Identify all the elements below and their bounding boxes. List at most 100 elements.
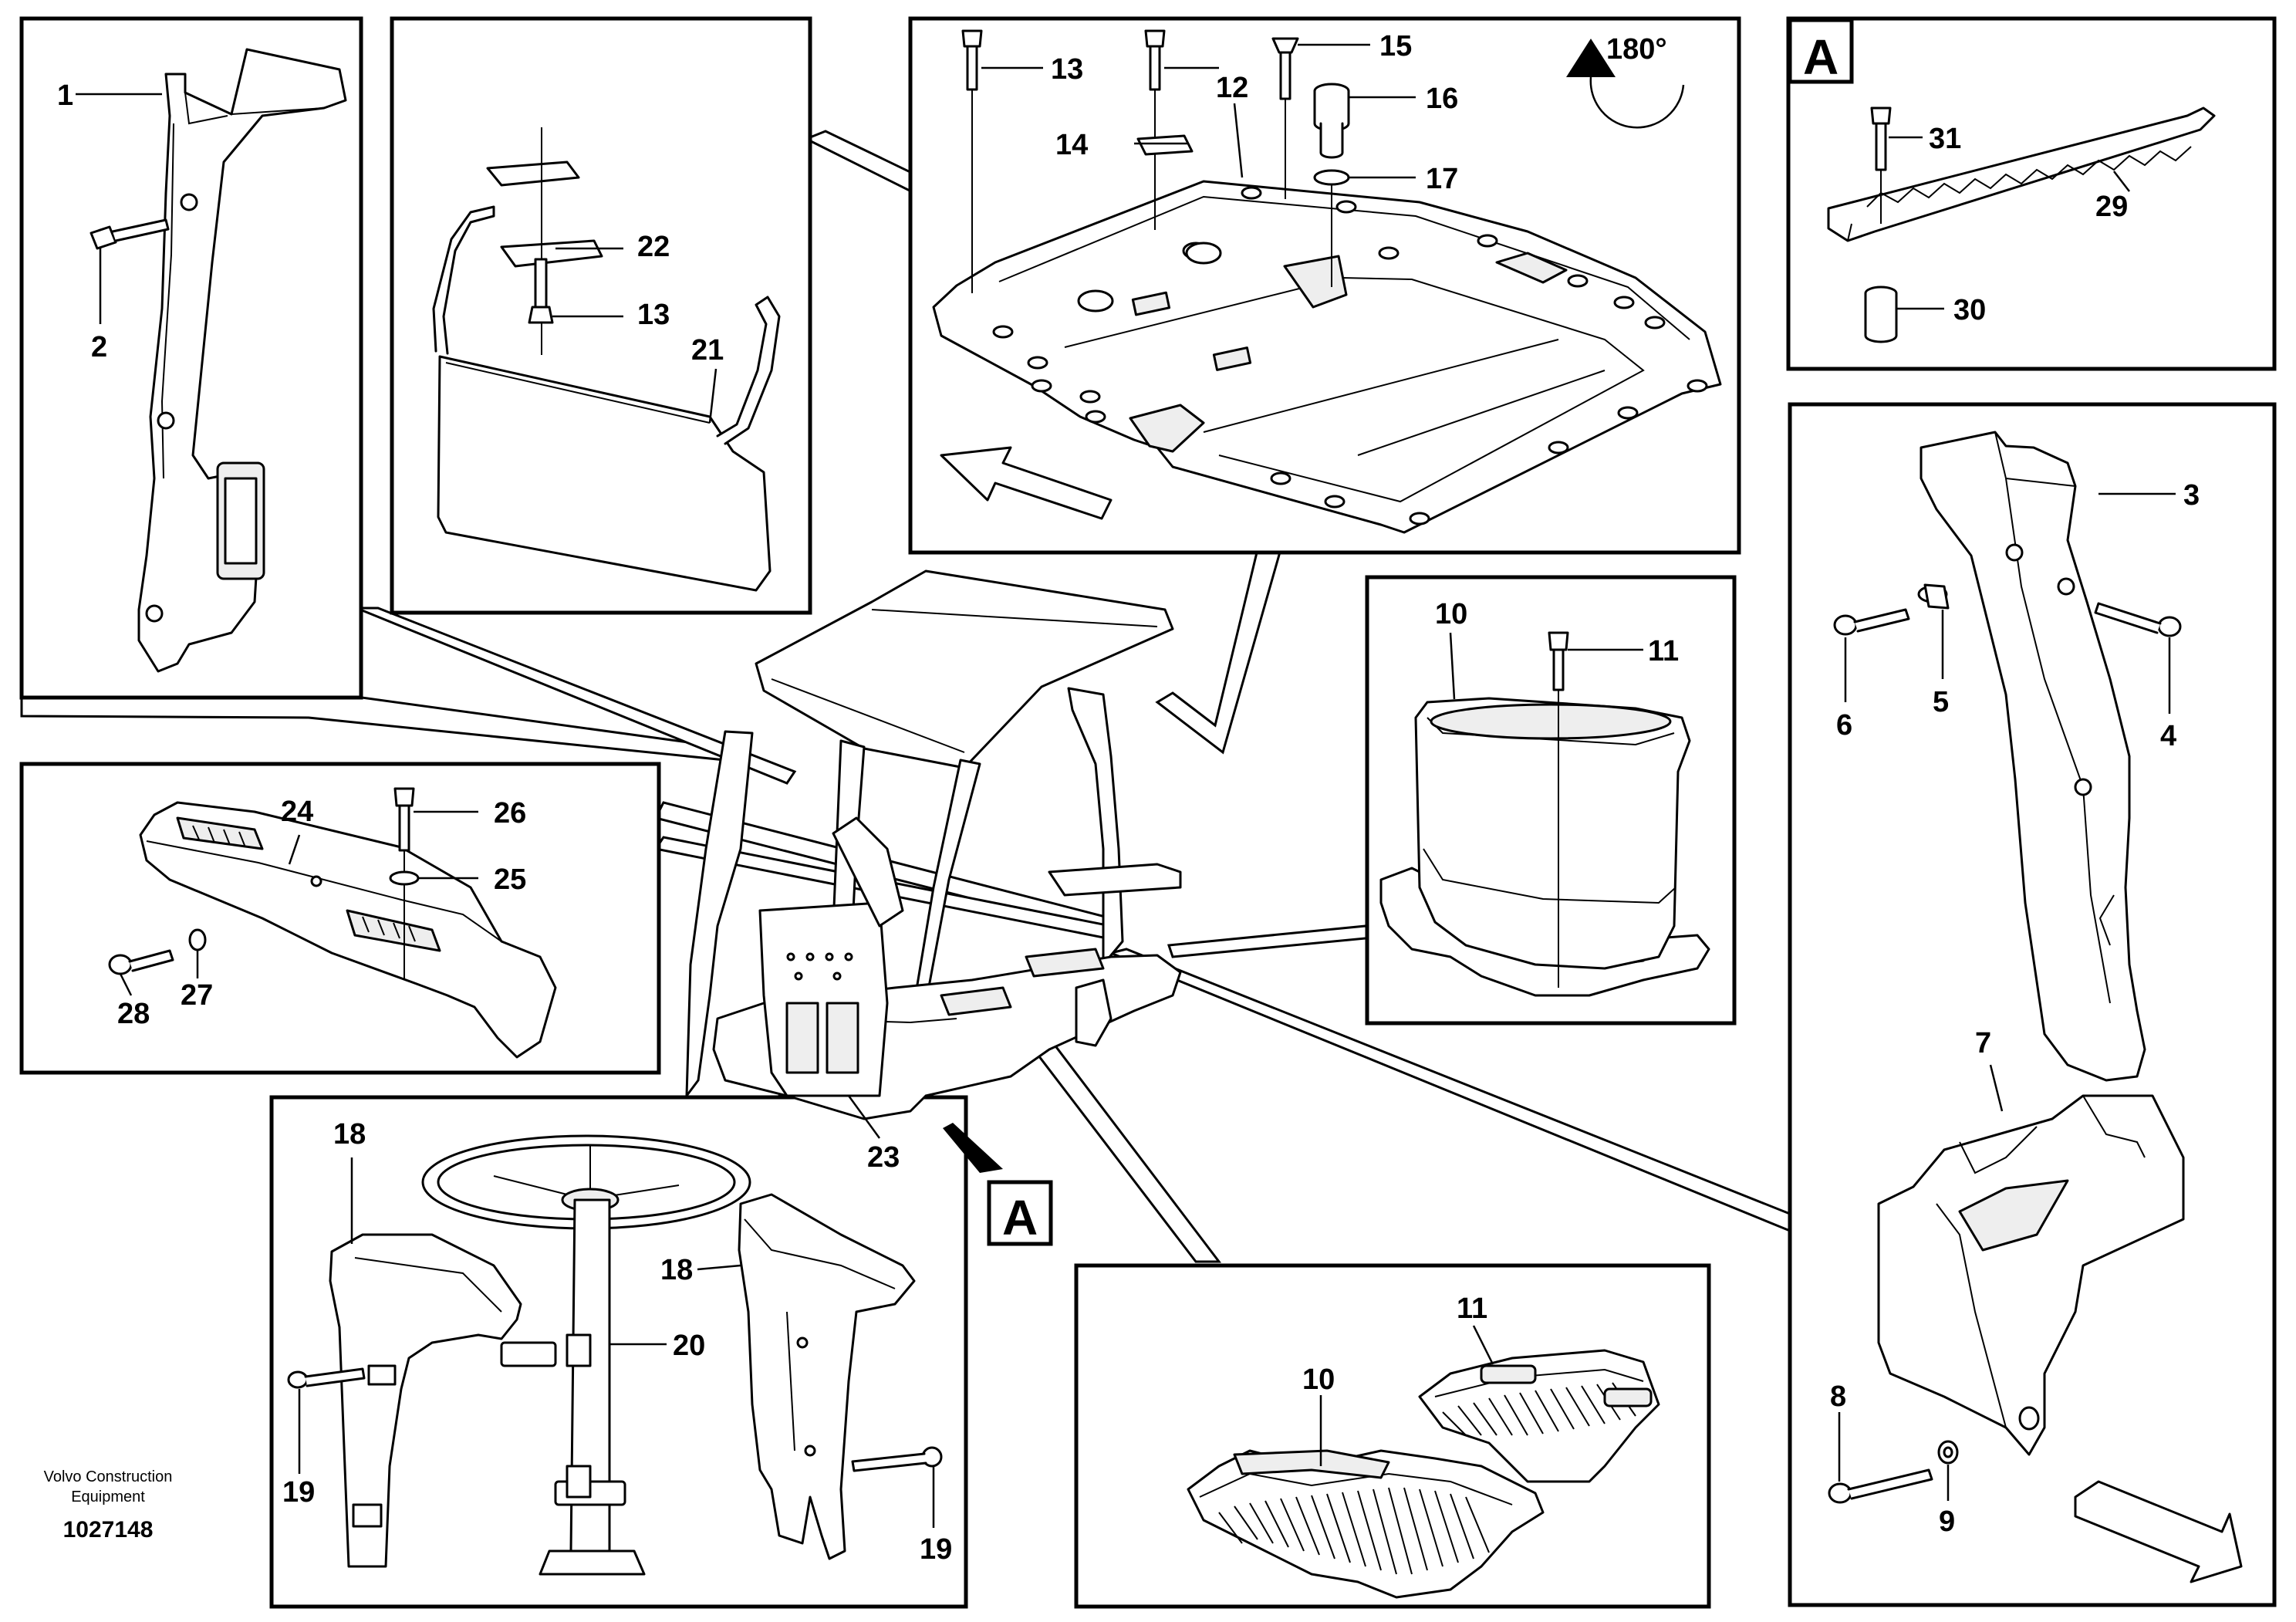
view-a-letter: A (1803, 29, 1838, 85)
leader-12 (1233, 103, 1244, 178)
callout-25: 25 (494, 863, 526, 896)
callout-24: 24 (281, 796, 313, 828)
callout-8: 8 (1830, 1380, 1846, 1413)
screw-icon (1833, 608, 1910, 636)
credit-line-2: Equipment (71, 1489, 145, 1505)
rotation-label: 180° (1606, 33, 1667, 66)
dash-trim (139, 801, 557, 1059)
callout-18a: 18 (333, 1118, 366, 1151)
direction-arrow-icon (2074, 1480, 2243, 1583)
bolt-icon (1548, 631, 1569, 988)
bolt-icon (851, 1446, 943, 1472)
panel-view-a (1786, 16, 2277, 371)
callout-23: 23 (867, 1141, 900, 1174)
leader-24 (288, 834, 301, 865)
screw-icon (2094, 602, 2182, 637)
view-a-pointer (943, 1123, 1003, 1173)
screw-icon (89, 218, 170, 250)
spacer-icon (1313, 83, 1350, 159)
leader-11b (1472, 1325, 1494, 1365)
view-a-marker-letter: A (1002, 1190, 1038, 1245)
callout-13b: 13 (1051, 53, 1083, 86)
column-cover-right (738, 1193, 916, 1560)
callout-15: 15 (1379, 30, 1412, 63)
column-cover-left (329, 1233, 522, 1568)
callout-27: 27 (181, 979, 213, 1012)
air-duct (1379, 697, 1710, 997)
bolt-icon (287, 1367, 366, 1389)
leader-7 (1989, 1064, 2004, 1112)
view-a-label-box (1788, 18, 1854, 84)
screw-icon (1828, 1468, 1933, 1504)
callout-3: 3 (2183, 479, 2200, 512)
leader-21 (708, 368, 718, 424)
washer-icon (2018, 1406, 2040, 1431)
bracket-icon (486, 127, 603, 355)
bolt-icon (961, 29, 983, 293)
callout-21: 21 (691, 334, 724, 367)
callout-30: 30 (1953, 294, 1986, 326)
callout-10b: 10 (1302, 1363, 1335, 1396)
bolt-icon (1144, 29, 1166, 230)
callout-19b: 19 (920, 1533, 952, 1566)
callout-17: 17 (1426, 163, 1458, 195)
clip-icon (1917, 583, 1950, 610)
wedge-duct (1167, 924, 1376, 958)
pillar-trim-left (137, 48, 347, 673)
rotate-180-icon (1566, 39, 1685, 129)
bolt-icon (108, 949, 174, 975)
callout-31: 31 (1929, 123, 1961, 155)
leader-23 (847, 1095, 881, 1139)
cab-frame (685, 569, 1182, 1120)
callout-29: 29 (2095, 191, 2128, 223)
spacer-sleeve-icon (1864, 286, 1898, 343)
callout-12: 12 (1216, 72, 1248, 104)
callout-9: 9 (1939, 1505, 1955, 1538)
leader-10a (1449, 632, 1456, 700)
steering-wheel (421, 1134, 751, 1576)
document-number: 1027148 (63, 1517, 154, 1543)
roof-panel (932, 180, 1722, 534)
washer-icon (188, 928, 207, 951)
bolt-icon (1870, 106, 1892, 224)
floor-mat-rear (1418, 1349, 1660, 1483)
washer-plate-icon (1136, 134, 1194, 156)
callout-22: 22 (637, 231, 670, 263)
lower-pillar-cover (1877, 1094, 2185, 1456)
callout-18b: 18 (660, 1254, 693, 1286)
roof-holes (992, 186, 1708, 525)
countersunk-screw-icon (1271, 37, 1299, 199)
callout-7: 7 (1975, 1027, 1991, 1059)
washer-icon (389, 870, 420, 886)
view-a-marker-box (987, 1180, 1053, 1246)
floor-mat-front (1187, 1449, 1545, 1599)
credit-line-1: Volvo Construction (44, 1468, 173, 1485)
callout-5: 5 (1933, 686, 1949, 718)
callout-4: 4 (2160, 720, 2176, 752)
callout-10a: 10 (1435, 598, 1467, 630)
callout-6: 6 (1836, 709, 1852, 742)
leader-29 (2113, 171, 2130, 192)
wedge-floor-mat (1032, 1036, 1222, 1263)
connector-wedges (20, 130, 1795, 1263)
callout-2: 2 (91, 331, 107, 363)
wedge-sun-visor (356, 607, 797, 785)
callout-14: 14 (1055, 129, 1088, 161)
pillar-trim-right (1920, 431, 2146, 1082)
callout-1: 1 (57, 79, 73, 112)
direction-arrow-icon (940, 446, 1113, 520)
step-rail (1827, 106, 2216, 242)
leader-28 (119, 973, 133, 996)
callout-19a: 19 (282, 1476, 315, 1509)
callout-20: 20 (673, 1330, 705, 1362)
sun-visor (432, 205, 781, 592)
wedge-roof-panel-lower (1155, 548, 1282, 755)
bolt-icon (528, 258, 554, 324)
callout-16: 16 (1426, 83, 1458, 115)
washer-icon (1937, 1440, 1959, 1465)
callout-11a: 11 (1648, 635, 1679, 667)
callout-28: 28 (117, 998, 150, 1030)
leader-18b (697, 1264, 741, 1271)
callout-13a: 13 (637, 299, 670, 331)
